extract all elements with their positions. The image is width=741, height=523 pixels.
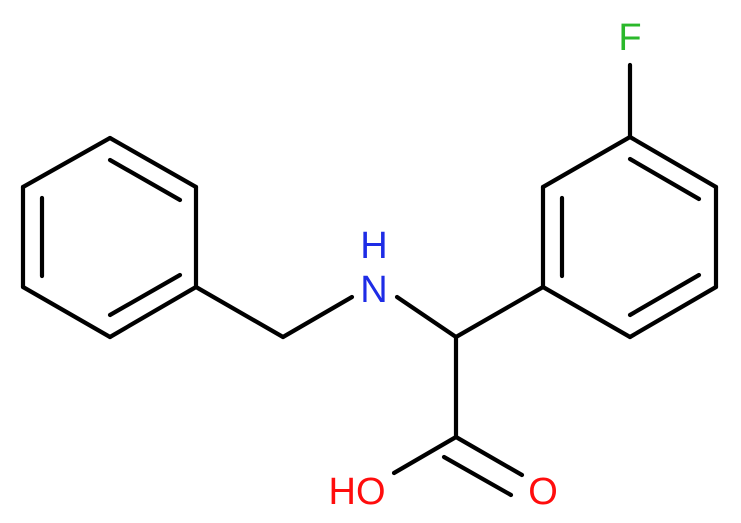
benzyl-ring <box>20 135 199 340</box>
amine-hydrogen-label: H <box>360 225 387 267</box>
carboxyl-bonds <box>391 434 525 498</box>
carbonyl-oxygen-label: O <box>528 471 558 513</box>
hydroxyl-label: HO <box>329 471 386 513</box>
linker-bonds <box>193 284 546 440</box>
fluorine-label: F <box>618 17 641 59</box>
amine-nitrogen-label: N <box>360 269 387 311</box>
fluorophenyl-ring <box>540 62 719 340</box>
